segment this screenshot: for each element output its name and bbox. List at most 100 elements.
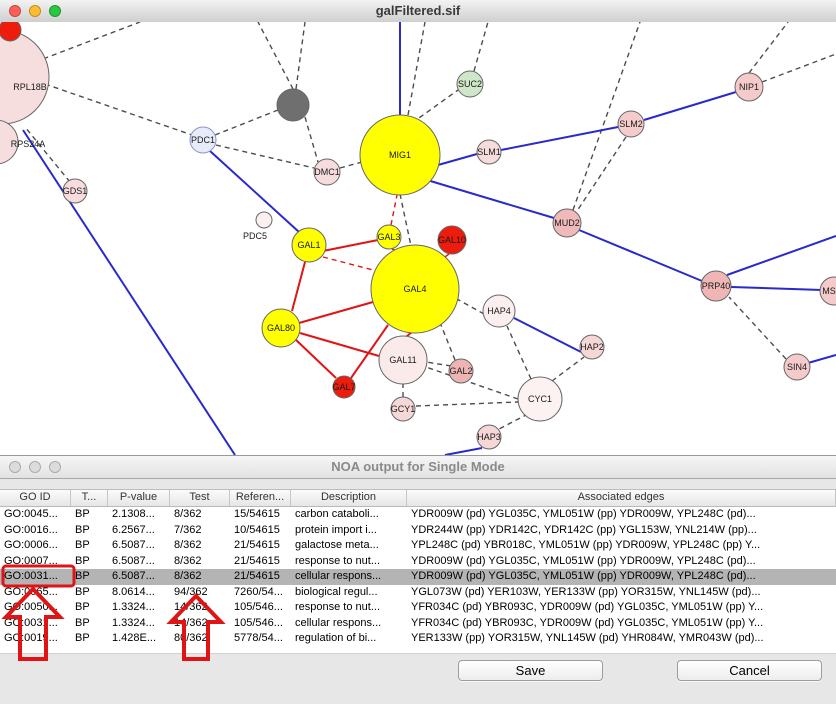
table-cell: cellular respons... xyxy=(291,616,407,632)
table-cell: BP xyxy=(71,616,108,632)
table-cell: BP xyxy=(71,585,108,601)
table-row[interactable]: GO:0050...BP1.3324...14/362105/546...res… xyxy=(0,600,836,616)
close-button[interactable] xyxy=(9,5,21,17)
noa-window-titlebar[interactable]: NOA output for Single Mode xyxy=(0,456,836,479)
table-cell: BP xyxy=(71,538,108,554)
table-cell: YGL073W (pd) YER103W, YER133W (pp) YOR31… xyxy=(407,585,836,601)
table-row[interactable]: GO:0007...BP6.5087...8/36221/54615respon… xyxy=(0,554,836,570)
column-header-test[interactable]: Test xyxy=(170,490,230,506)
table-row[interactable]: GO:0065...BP8.0614...94/3627260/54...bio… xyxy=(0,585,836,601)
table-cell: YDR009W (pd) YGL035C, YML051W (pp) YDR00… xyxy=(407,507,836,523)
edge[interactable] xyxy=(731,287,822,290)
edge[interactable] xyxy=(579,230,702,281)
edge[interactable] xyxy=(323,240,378,251)
table-cell: 6.2567... xyxy=(108,523,170,539)
node-PDC5[interactable] xyxy=(256,212,272,228)
edge[interactable] xyxy=(258,22,293,89)
table-cell: 8/362 xyxy=(170,569,230,585)
edge[interactable] xyxy=(426,362,451,366)
edge[interactable] xyxy=(210,151,299,232)
edge[interactable] xyxy=(23,130,235,455)
table-cell: 2.1308... xyxy=(108,507,170,523)
edge[interactable] xyxy=(445,448,482,455)
node-rednode[interactable] xyxy=(0,22,21,41)
edge[interactable] xyxy=(514,318,581,352)
table-row[interactable]: GO:0016...BP6.2567...7/36210/54615protei… xyxy=(0,523,836,539)
edge[interactable] xyxy=(762,54,836,82)
edge[interactable] xyxy=(299,302,373,323)
edge[interactable] xyxy=(292,262,305,311)
network-canvas[interactable]: RPL18BRPS24AGDS1PDC1DMC1MIG1SUC2SLM1SLM2… xyxy=(0,22,836,455)
edge[interactable] xyxy=(441,325,455,360)
table-cell: GO:0065... xyxy=(0,585,71,601)
column-header-reference[interactable]: Referen... xyxy=(230,490,291,506)
table-row[interactable]: GO:0019...BP1.428E...80/3625778/54...reg… xyxy=(0,631,836,647)
edge[interactable] xyxy=(438,154,477,165)
edge[interactable] xyxy=(729,297,786,359)
network-window-titlebar[interactable]: galFiltered.sif xyxy=(0,0,836,23)
table-cell: BP xyxy=(71,507,108,523)
node-label: NIP1 xyxy=(739,82,759,92)
zoom-button[interactable] xyxy=(49,461,61,473)
edge[interactable] xyxy=(507,326,531,379)
edge[interactable] xyxy=(215,110,278,135)
node-label: CYC1 xyxy=(528,394,552,404)
edge[interactable] xyxy=(391,195,397,225)
edge[interactable] xyxy=(35,22,140,62)
node-label: GAL80 xyxy=(267,323,295,333)
edge[interactable] xyxy=(296,22,305,89)
edge[interactable] xyxy=(577,137,626,211)
table-row[interactable]: GO:0006...BP6.5087...8/36221/54615galact… xyxy=(0,538,836,554)
column-header-type[interactable]: T... xyxy=(71,490,108,506)
edge[interactable] xyxy=(300,333,379,356)
edge[interactable] xyxy=(45,84,192,135)
network-window: galFiltered.sif RPL18BRPS24AGDS1PDC1DMC1… xyxy=(0,0,836,455)
edge[interactable] xyxy=(427,180,554,218)
edge[interactable] xyxy=(474,22,488,71)
table-cell: 15/54615 xyxy=(230,507,291,523)
edge[interactable] xyxy=(501,127,618,150)
column-header-p-value[interactable]: P-value xyxy=(108,490,170,506)
edge[interactable] xyxy=(808,355,836,363)
edge[interactable] xyxy=(400,194,411,246)
table-cell: biological regul... xyxy=(291,585,407,601)
edge[interactable] xyxy=(340,162,362,168)
table-row[interactable]: GO:0031...BP6.5087...8/36221/54615cellul… xyxy=(0,569,836,585)
node-label: GAL11 xyxy=(389,355,416,365)
edge[interactable] xyxy=(727,236,836,275)
table-cell: BP xyxy=(71,554,108,570)
node-label: DMC1 xyxy=(314,167,340,177)
edge[interactable] xyxy=(323,257,381,272)
minimize-button[interactable] xyxy=(29,5,41,17)
edge[interactable] xyxy=(216,145,314,168)
edge[interactable] xyxy=(644,92,736,120)
edge[interactable] xyxy=(305,117,318,162)
edge[interactable] xyxy=(749,22,788,73)
edge[interactable] xyxy=(499,414,528,429)
save-button[interactable]: Save xyxy=(458,660,603,681)
edge[interactable] xyxy=(457,299,484,314)
zoom-button[interactable] xyxy=(49,5,61,17)
edge[interactable] xyxy=(412,90,458,123)
node-label: GAL4 xyxy=(403,284,426,294)
column-header-go-id[interactable]: GO ID xyxy=(0,490,71,506)
edge[interactable] xyxy=(552,357,584,381)
close-button[interactable] xyxy=(9,461,21,473)
node-darknode[interactable] xyxy=(277,89,309,121)
cancel-button[interactable]: Cancel xyxy=(677,660,822,681)
node-label: PDC5 xyxy=(243,231,267,241)
minimize-button[interactable] xyxy=(29,461,41,473)
edge[interactable] xyxy=(295,339,336,378)
table-cell: 14/362 xyxy=(170,616,230,632)
node-RPL18B[interactable] xyxy=(0,30,49,124)
table-row[interactable]: GO:0031...BP1.3324...14/362105/546...cel… xyxy=(0,616,836,632)
table-body: GO:0045...BP2.1308...8/36215/54615carbon… xyxy=(0,507,836,647)
table-cell: 105/546... xyxy=(230,616,291,632)
column-header-associated-edges[interactable]: Associated edges xyxy=(407,490,836,506)
edge[interactable] xyxy=(408,22,425,115)
edge[interactable] xyxy=(416,402,518,406)
table-cell: 94/362 xyxy=(170,585,230,601)
table-row[interactable]: GO:0045...BP2.1308...8/36215/54615carbon… xyxy=(0,507,836,523)
edge[interactable] xyxy=(25,127,70,182)
column-header-description[interactable]: Description xyxy=(291,490,407,506)
